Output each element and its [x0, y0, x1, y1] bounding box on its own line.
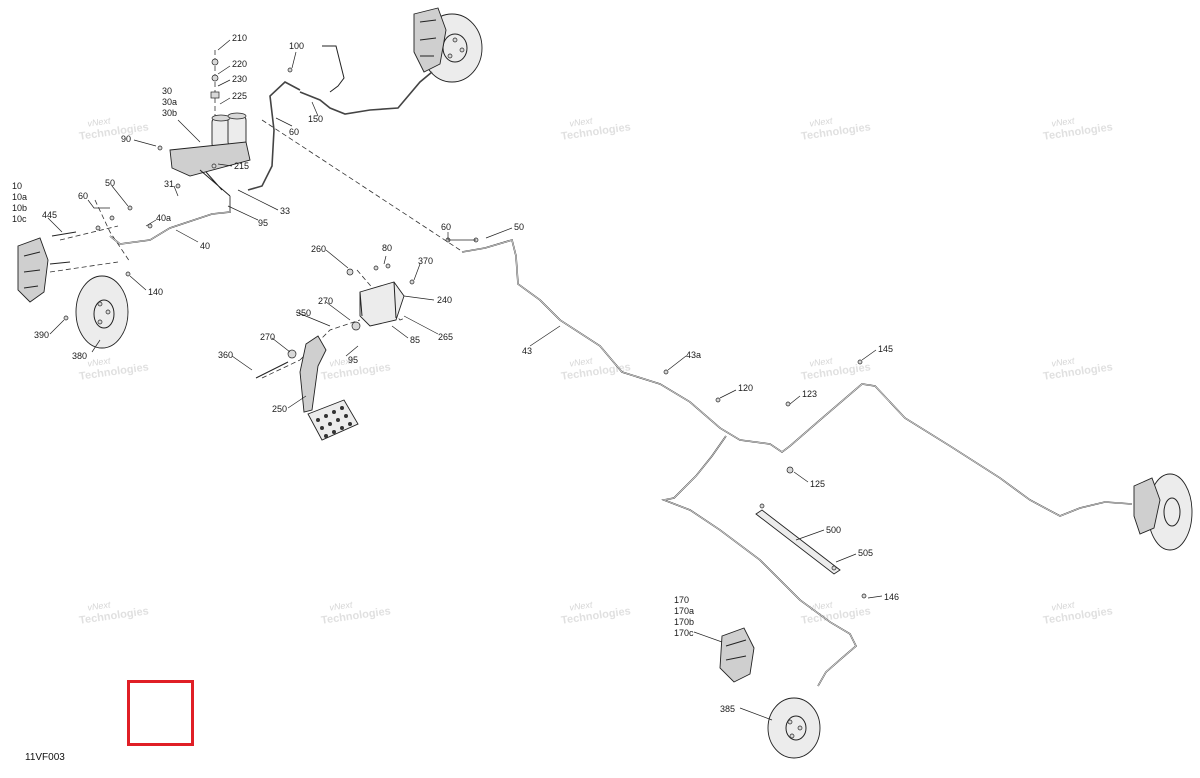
- rear-left-brake: [719, 627, 821, 759]
- watermark-text: vNext: [569, 355, 594, 368]
- callout: 350: [296, 308, 311, 318]
- callout: 220: [232, 59, 247, 69]
- callout: 265: [438, 332, 453, 342]
- callout: 123: [802, 389, 817, 399]
- callout: 170a: [674, 606, 694, 616]
- rear-right-caliper: [1133, 477, 1161, 535]
- callout: 170b: [674, 617, 694, 627]
- callout: 10c: [12, 214, 27, 224]
- callout: 500: [826, 525, 841, 535]
- callout: 170: [674, 595, 689, 605]
- callout: 95: [258, 218, 268, 228]
- callout: 30b: [162, 108, 177, 118]
- leader-lines: [47, 39, 883, 721]
- watermark-text: vNext: [1051, 355, 1076, 368]
- callout: 270: [260, 332, 275, 342]
- callout: 215: [234, 161, 249, 171]
- brake-pedal: [255, 263, 415, 441]
- callout: 505: [858, 548, 873, 558]
- callout: 125: [810, 479, 825, 489]
- callout: 43: [522, 346, 532, 356]
- callout: 10: [12, 181, 22, 191]
- front-left-rotor: [75, 275, 129, 349]
- brake-lines: [109, 45, 1133, 687]
- callout: 50: [105, 178, 115, 188]
- watermark-text: vNext: [87, 355, 112, 368]
- callout: 60: [289, 127, 299, 137]
- figure-reference: 11VF003: [25, 752, 65, 763]
- watermark-text: vNext: [1051, 599, 1076, 612]
- callout: 360: [218, 350, 233, 360]
- callout: 120: [738, 383, 753, 393]
- callout: 90: [121, 134, 131, 144]
- callout: 43a: [686, 350, 701, 360]
- callout: 100: [289, 41, 304, 51]
- watermark-text: vNext: [87, 115, 112, 128]
- callout: 225: [232, 91, 247, 101]
- callout: 10a: [12, 192, 27, 202]
- watermark-text: vNext: [809, 115, 834, 128]
- callout: 95: [348, 355, 358, 365]
- callout: 60: [441, 222, 451, 232]
- callout: 210: [232, 33, 247, 43]
- rear-bracket: [755, 503, 841, 575]
- pedal-pad: [307, 399, 359, 441]
- callout: 250: [272, 404, 287, 414]
- master-cylinder: [157, 58, 251, 197]
- callout: 170c: [674, 628, 694, 638]
- callout: 10b: [12, 203, 27, 213]
- watermark-text: vNext: [329, 599, 354, 612]
- front-left-brake: [17, 231, 129, 349]
- hardware: [63, 67, 867, 599]
- front-left-caliper: [17, 237, 49, 303]
- rear-left-caliper: [719, 627, 755, 683]
- callout: 31: [164, 179, 174, 189]
- callout: 140: [148, 287, 163, 297]
- callout: 145: [878, 344, 893, 354]
- callout: 85: [410, 335, 420, 345]
- callout: 390: [34, 330, 49, 340]
- callout: 30a: [162, 97, 177, 107]
- callout: 385: [720, 704, 735, 714]
- callout: 30: [162, 86, 172, 96]
- callout: 445: [42, 210, 57, 220]
- callout: 380: [72, 351, 87, 361]
- watermark-text: vNext: [329, 355, 354, 368]
- watermark-text: vNext: [1051, 115, 1076, 128]
- watermark-text: vNext: [569, 599, 594, 612]
- callout: 50: [514, 222, 524, 232]
- callout: 240: [437, 295, 452, 305]
- callout-labels: 210 220 230 225 100 30 30a 30b 90 150 60…: [12, 33, 899, 714]
- highlight-box: [127, 680, 194, 746]
- watermark-text: vNext: [569, 115, 594, 128]
- callout: 370: [418, 256, 433, 266]
- front-right-brake: [413, 7, 483, 83]
- callout: 150: [308, 114, 323, 124]
- callout: 33: [280, 206, 290, 216]
- rear-right-brake: [1133, 473, 1193, 551]
- callout: 230: [232, 74, 247, 84]
- callout: 60: [78, 191, 88, 201]
- callout: 270: [318, 296, 333, 306]
- rear-left-rotor: [767, 697, 821, 759]
- watermark-text: vNext: [809, 599, 834, 612]
- callout: 260: [311, 244, 326, 254]
- callout: 146: [884, 592, 899, 602]
- watermark-text: vNext: [87, 599, 112, 612]
- callout: 40a: [156, 213, 171, 223]
- callout: 40: [200, 241, 210, 251]
- watermark-text: vNext: [809, 355, 834, 368]
- callout: 80: [382, 243, 392, 253]
